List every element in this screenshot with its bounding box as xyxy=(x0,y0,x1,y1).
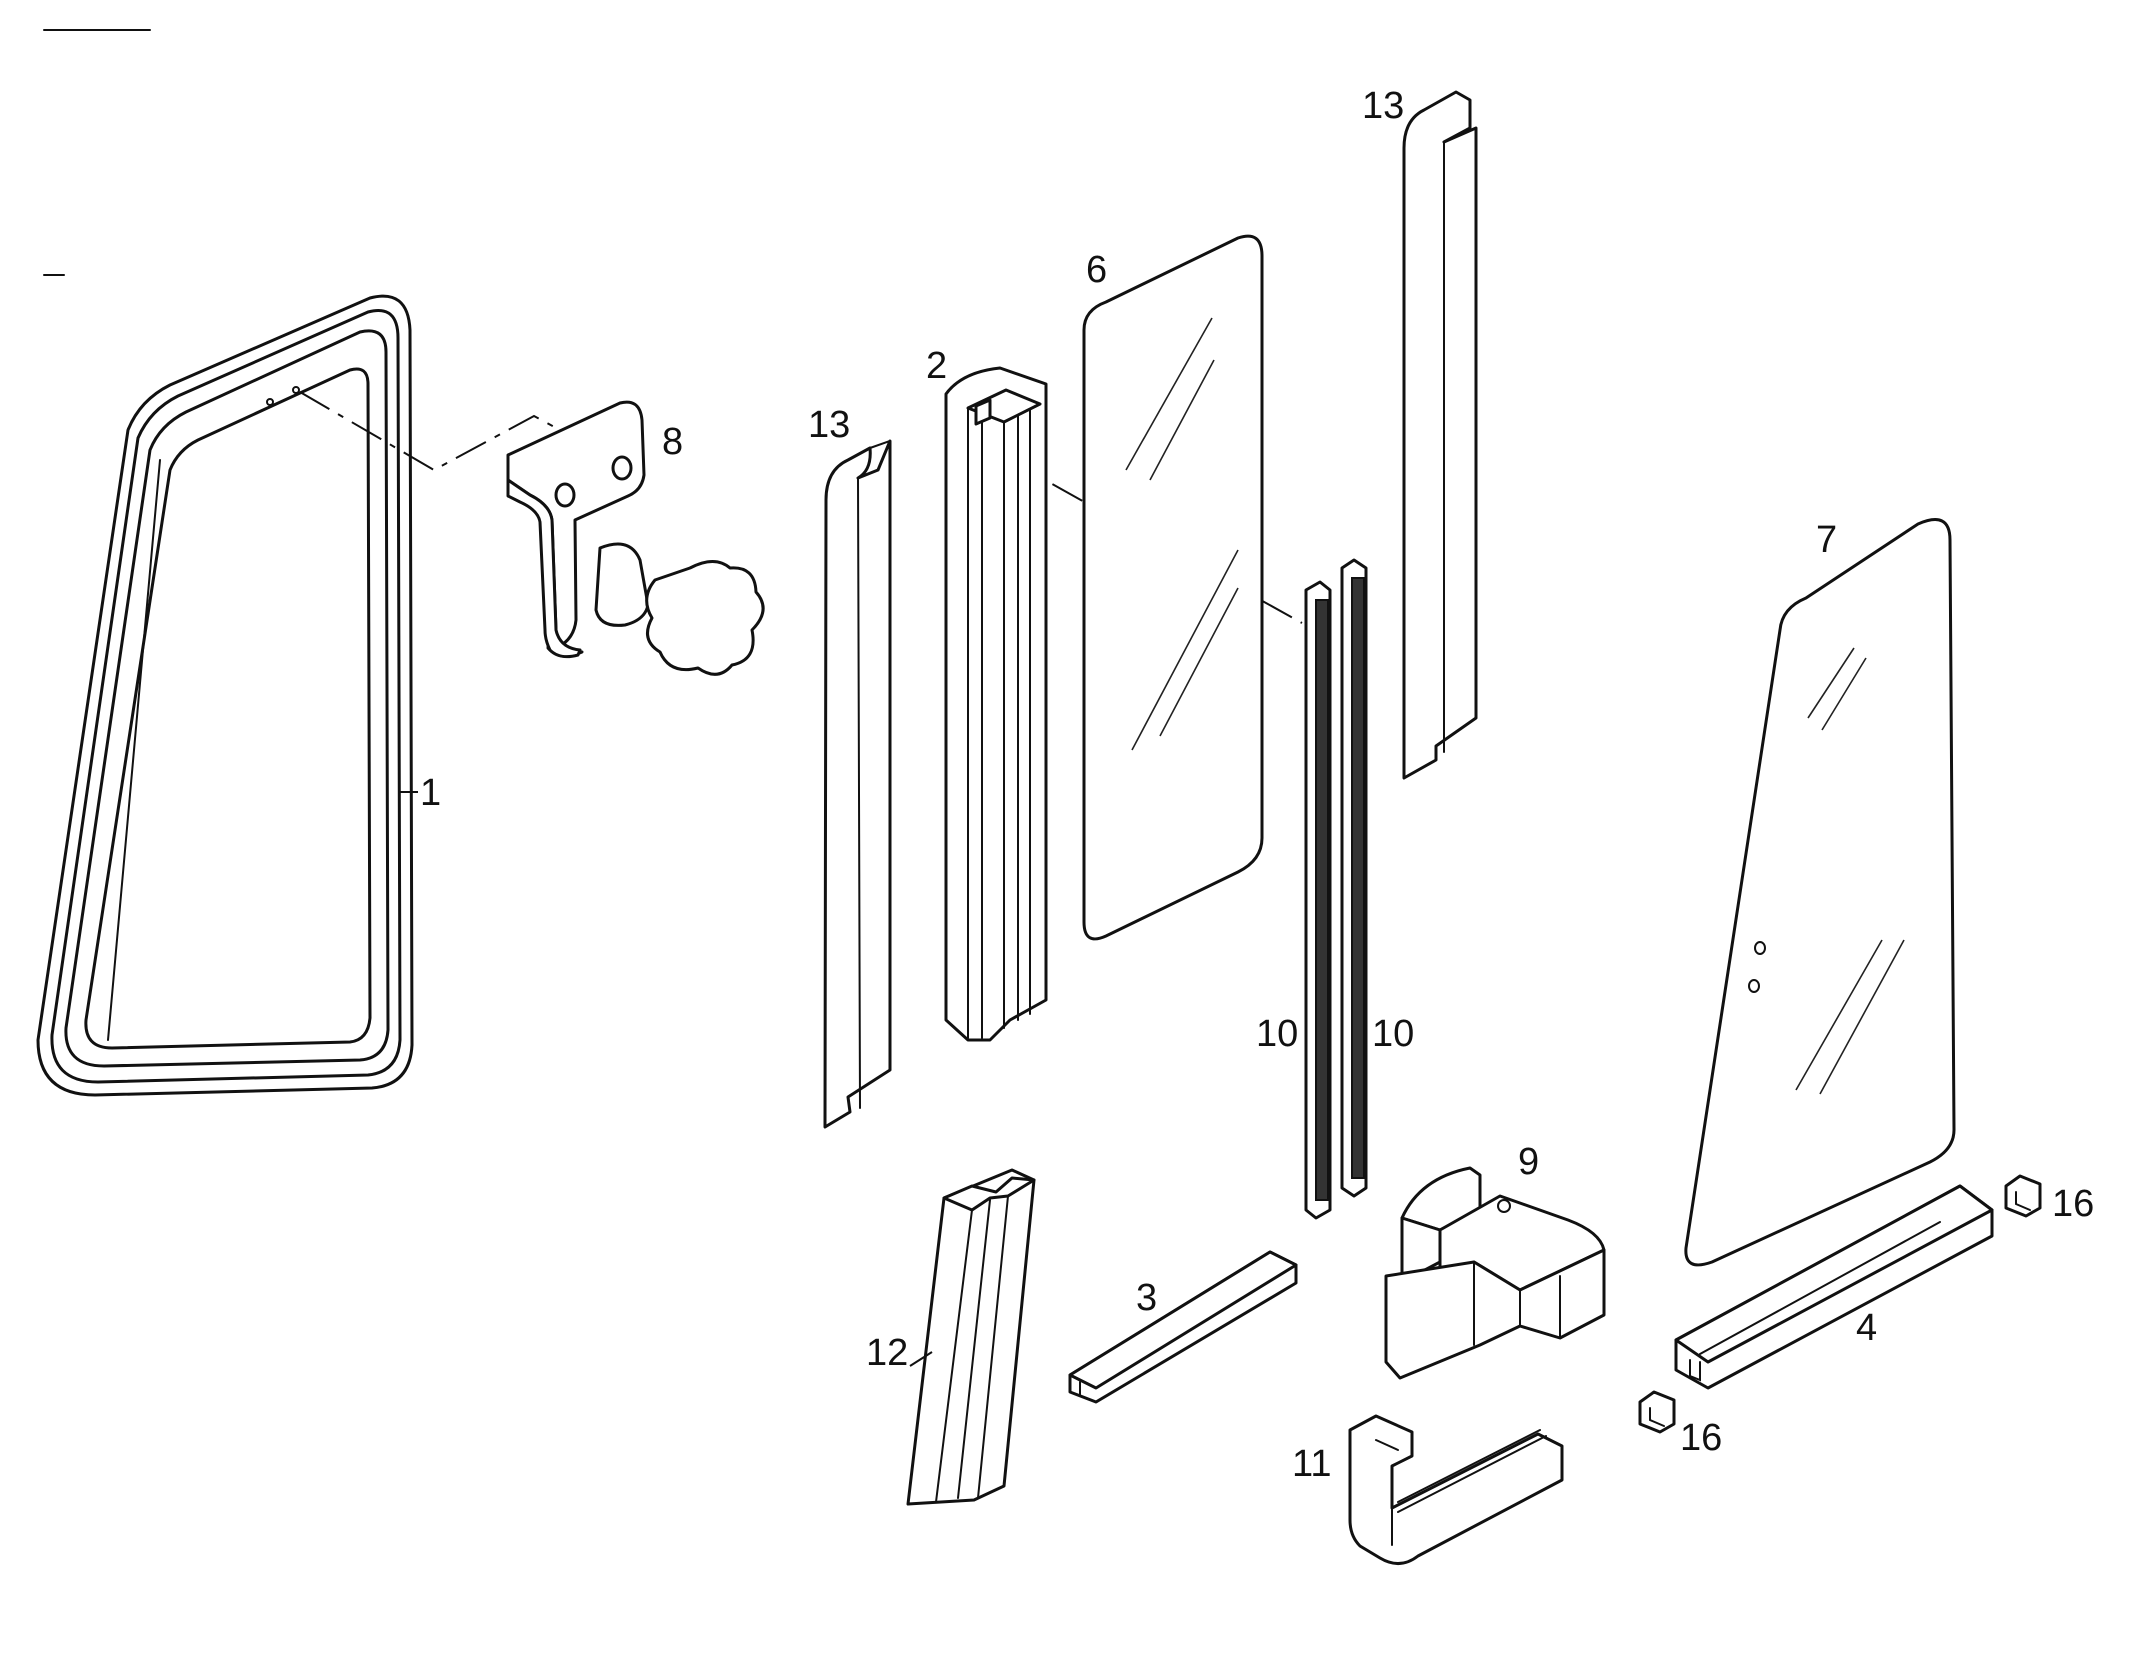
part-16-lower-label: 16 xyxy=(1680,1417,1722,1459)
part-13-right-seal xyxy=(1402,90,1478,780)
part-12-seal-strip xyxy=(906,1168,1036,1506)
part-1-label: 1 xyxy=(420,772,441,814)
part-16-lower-clip xyxy=(1638,1390,1676,1434)
part-6-label: 6 xyxy=(1086,249,1107,291)
part-10-right-brush xyxy=(1340,558,1368,1198)
part-13-right-label: 13 xyxy=(1362,85,1404,127)
part-2-channel xyxy=(944,366,1048,1042)
part-6-glass-front xyxy=(1082,234,1264,941)
part-13-left-seal xyxy=(823,439,892,1129)
part-4-label: 4 xyxy=(1856,1307,1877,1349)
part-10-left-label: 10 xyxy=(1256,1013,1298,1055)
part-8-latch-bracket xyxy=(506,400,765,676)
part-11-corner-seal xyxy=(1348,1414,1564,1565)
part-9-lock-block xyxy=(1384,1166,1606,1380)
part-7-label: 7 xyxy=(1816,519,1837,561)
part-12-label: 12 xyxy=(866,1332,908,1374)
part-3-label: 3 xyxy=(1136,1277,1157,1319)
part-1-window-frame xyxy=(36,294,414,1097)
part-3-bottom-rail xyxy=(1068,1250,1298,1404)
part-11-label: 11 xyxy=(1292,1443,1331,1485)
part-10-right-label: 10 xyxy=(1372,1013,1414,1055)
part-8-label: 8 xyxy=(662,421,683,463)
part-4-track xyxy=(1674,1184,1994,1390)
part-2-label: 2 xyxy=(926,345,947,387)
alignment-line-frame-to-bracket xyxy=(299,391,561,472)
part-10-left-brush xyxy=(1304,580,1332,1220)
part-13-left-label: 13 xyxy=(808,404,850,446)
part-16-upper-clip xyxy=(2004,1174,2042,1218)
part-16-upper-label: 16 xyxy=(2052,1183,2094,1225)
leader-part-12 xyxy=(909,1351,933,1367)
part-7-glass-rear xyxy=(1684,518,1956,1267)
part-9-label: 9 xyxy=(1518,1141,1539,1183)
